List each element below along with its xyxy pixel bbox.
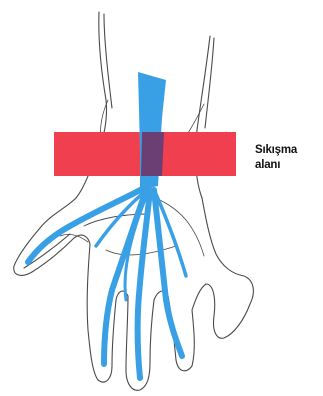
compression-overlap [141, 132, 164, 176]
little-finger-outline [192, 198, 253, 338]
arm-right-edge-2 [205, 38, 214, 128]
nerve-branch-ring [154, 190, 182, 356]
median-nerve [28, 72, 186, 378]
label-line-1: Sıkışma [255, 143, 297, 158]
arm-left-edge [40, 12, 107, 228]
label-line-2: alanı [255, 158, 297, 173]
compression-area-label: Sıkışma alanı [255, 143, 297, 173]
